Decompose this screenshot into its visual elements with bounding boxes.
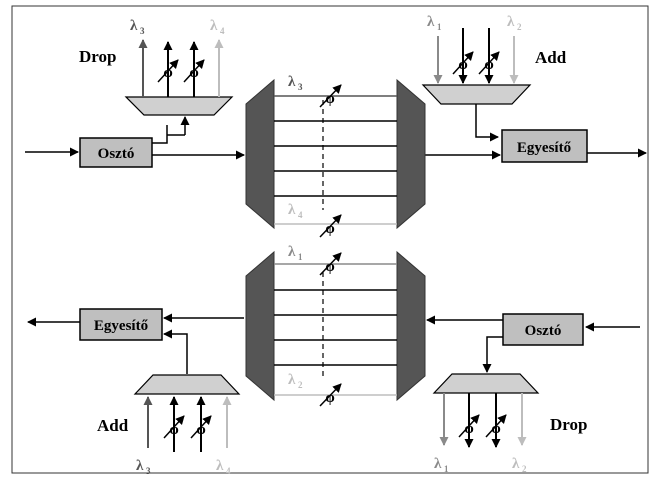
phase-symbol: φ xyxy=(325,91,334,107)
top-add-label: Add xyxy=(535,48,567,67)
lambda-subscript: 1 xyxy=(298,252,303,262)
top-drop-phase-2: φ xyxy=(183,59,205,83)
lambda-subscript: 3 xyxy=(140,26,145,36)
lambda-symbol: λ xyxy=(507,14,515,30)
bottom-wss-right xyxy=(396,250,426,402)
phase-symbol: φ xyxy=(458,57,467,73)
top-drop-label: Drop xyxy=(79,47,116,66)
top-drop-lambda-4: λ 4 xyxy=(210,18,225,36)
bottom-combiner-label: Egyesítő xyxy=(94,318,149,334)
phase-symbol: φ xyxy=(163,65,172,81)
bottom-drop-phase-2: φ xyxy=(485,414,507,438)
lambda-subscript: 4 xyxy=(226,466,231,476)
phase-symbol: φ xyxy=(169,422,178,438)
top-switch-lambda-4: λ 4 xyxy=(288,202,303,220)
phase-symbol: φ xyxy=(325,221,334,237)
top-switch-phase-1: φ xyxy=(319,84,342,108)
bottom-add-label: Add xyxy=(97,416,129,435)
bottom-wss-left xyxy=(245,250,275,402)
lambda-subscript: 2 xyxy=(517,22,522,32)
bottom-drop-lambda-2: λ 2 xyxy=(512,456,527,474)
lambda-subscript: 1 xyxy=(444,464,449,474)
top-wss-right xyxy=(396,78,426,230)
bottom-splitter-box xyxy=(502,313,584,346)
top-add-mux xyxy=(421,84,532,105)
bottom-switch-phase-2: φ xyxy=(319,383,342,407)
bottom-add-mux xyxy=(133,374,241,395)
lambda-subscript: 4 xyxy=(298,210,303,220)
top-switch-phase-2: φ xyxy=(319,214,342,238)
top-add-to-combiner xyxy=(475,104,499,142)
lambda-symbol: λ xyxy=(216,458,224,474)
bottom-switch-lambda-2: λ 2 xyxy=(288,372,303,390)
lambda-subscript: 1 xyxy=(437,22,442,32)
top-combiner-box xyxy=(501,129,588,163)
bottom-add-lambda-4: λ 4 xyxy=(216,458,231,476)
bottom-section: λ 1 λ 2 φ φ Osztó φ xyxy=(27,244,640,476)
top-add-lambda-1: λ 1 xyxy=(427,14,442,32)
top-add-lambda-2: λ 2 xyxy=(507,14,522,32)
phase-symbol: φ xyxy=(464,421,473,437)
lambda-subscript: 2 xyxy=(298,380,303,390)
top-combiner-label: Egyesítő xyxy=(517,140,572,156)
phase-symbol: φ xyxy=(491,421,500,437)
phase-symbol: φ xyxy=(189,65,198,81)
lambda-symbol: λ xyxy=(288,202,296,218)
lambda-symbol: λ xyxy=(512,456,520,472)
lambda-symbol: λ xyxy=(288,74,296,90)
lambda-symbol: λ xyxy=(434,456,442,472)
bottom-switch-phase-1: φ xyxy=(319,252,342,276)
outer-frame xyxy=(11,5,649,474)
lambda-subscript: 2 xyxy=(522,464,527,474)
top-drop-lambda-3: λ 3 xyxy=(130,18,145,36)
top-drop-demux xyxy=(124,96,234,116)
phase-symbol: φ xyxy=(484,57,493,73)
lambda-symbol: λ xyxy=(210,18,218,34)
lambda-subscript: 3 xyxy=(146,466,151,476)
lambda-symbol: λ xyxy=(288,372,296,388)
phase-symbol: φ xyxy=(325,390,334,406)
top-section: Osztó φ φ Drop λ 3 λ 4 xyxy=(25,14,647,238)
bottom-switch-lambda-1: λ 1 xyxy=(288,244,303,262)
bottom-drop-demux xyxy=(432,373,540,394)
top-wss-left xyxy=(245,78,275,230)
lambda-symbol: λ xyxy=(427,14,435,30)
top-splitter-to-drop-b xyxy=(152,138,168,144)
top-drop-phase-1: φ xyxy=(157,59,179,83)
top-add-phase-1: φ xyxy=(452,51,474,75)
bottom-add-phase-2: φ xyxy=(190,415,212,439)
lambda-symbol: λ xyxy=(130,18,138,34)
phase-symbol: φ xyxy=(196,422,205,438)
phase-symbol: φ xyxy=(325,259,334,275)
lambda-symbol: λ xyxy=(288,244,296,260)
lambda-symbol: λ xyxy=(136,458,144,474)
bottom-combiner-box xyxy=(79,308,163,341)
lambda-subscript: 3 xyxy=(298,82,303,92)
bottom-add-lambda-3: λ 3 xyxy=(136,458,151,476)
top-add-phase-2: φ xyxy=(478,51,500,75)
bottom-add-to-combiner xyxy=(163,329,188,374)
lambda-subscript: 4 xyxy=(220,26,225,36)
bottom-splitter-to-drop xyxy=(482,336,503,373)
bottom-drop-phase-1: φ xyxy=(458,414,480,438)
bottom-drop-label: Drop xyxy=(550,415,587,434)
bottom-splitter-label: Osztó xyxy=(525,323,562,339)
top-splitter-label: Osztó xyxy=(98,146,135,162)
top-splitter-box xyxy=(79,137,153,168)
bottom-add-phase-1: φ xyxy=(163,415,185,439)
top-switch-lambda-3: λ 3 xyxy=(288,74,303,92)
bottom-drop-lambda-1: λ 1 xyxy=(434,456,449,474)
